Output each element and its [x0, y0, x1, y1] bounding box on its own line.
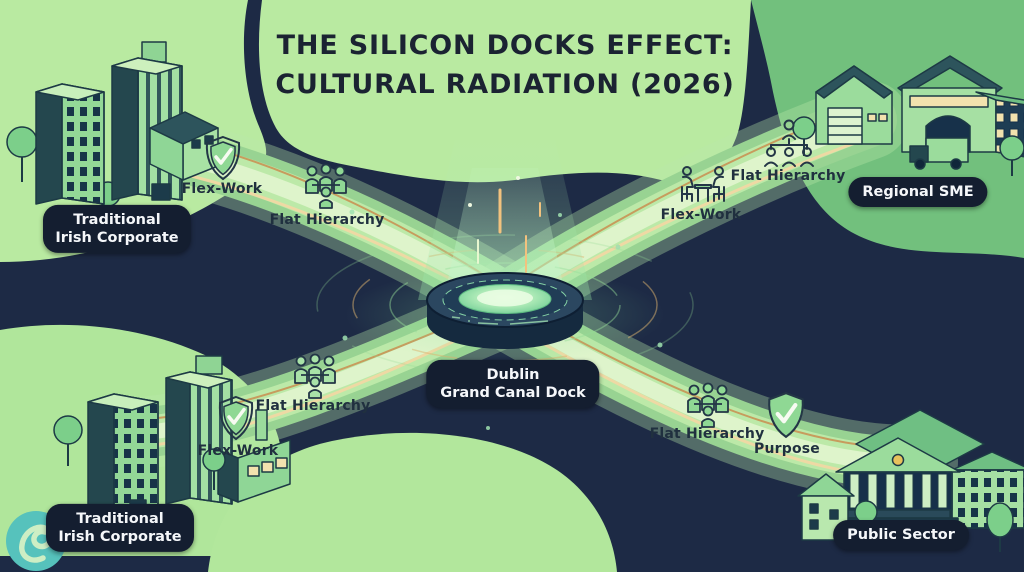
feature-label-flexwork-tl: Flex-Work — [181, 181, 263, 197]
glow-dots — [342, 209, 663, 430]
label-bottom-right-public: Public Sector — [833, 519, 969, 551]
feature-label-flexwork-tr: Flex-Work — [660, 207, 742, 223]
desk-meeting-icon — [676, 163, 730, 213]
shield-check-icon — [762, 390, 810, 444]
title-line-1: THE SILICON DOCKS EFFECT: — [276, 30, 734, 61]
hub-illustration — [345, 140, 665, 363]
hub-label-line2: Grand Canal Dock — [440, 385, 586, 401]
feature-label-flathierarchy-tl: Flat Hierarchy — [269, 212, 385, 228]
people-group-icon — [301, 163, 351, 213]
buildings-bottom-left-corporate — [53, 355, 291, 517]
buildings-top-right-sme — [792, 55, 1024, 176]
org-chart-icon — [763, 119, 815, 173]
buildings-bottom-right-public — [797, 409, 1024, 552]
feature-label-flathierarchy-bl: Flat Hierarchy — [255, 398, 371, 414]
title-line-2: CULTURAL RADIATION (2026) — [275, 69, 735, 101]
shield-check-icon — [200, 134, 246, 186]
people-group-icon — [683, 382, 733, 432]
hub-label-line1: Dublin — [486, 366, 540, 383]
label-top-right-sme: Regional SME — [848, 176, 988, 208]
label-bottom-left-corporate: Traditional Irish Corporate — [46, 503, 194, 553]
label-top-left-corporate: Traditional Irish Corporate — [43, 204, 191, 254]
shield-check-icon — [213, 394, 259, 446]
buildings-top-left-corporate — [6, 41, 219, 222]
feature-label-purpose-br: Purpose — [754, 441, 820, 457]
feature-label-flexwork-bl: Flex-Work — [197, 443, 279, 459]
feature-label-flathierarchy-tr: Flat Hierarchy — [730, 168, 846, 184]
page-title: THE SILICON DOCKS EFFECT: CULTURAL RADIA… — [225, 26, 785, 104]
people-group-icon — [290, 353, 340, 403]
hub-label: Dublin Grand Canal Dock — [426, 359, 600, 409]
feature-label-flathierarchy-br: Flat Hierarchy — [649, 426, 765, 442]
